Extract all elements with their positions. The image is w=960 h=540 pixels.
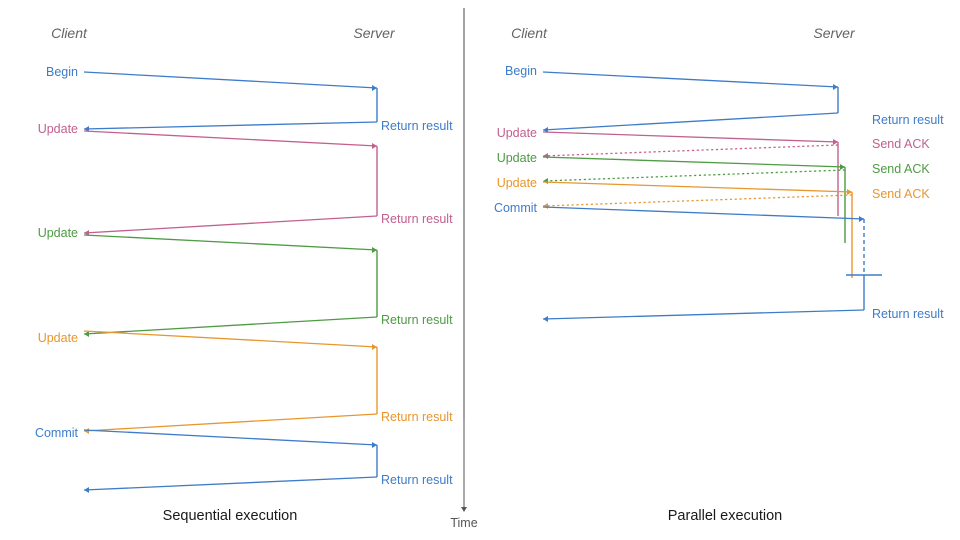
message-arrowhead-parallel-2 (833, 139, 838, 145)
message-arrowhead-sequential-3 (84, 230, 89, 236)
message-line-sequential-request-2 (83, 130, 378, 147)
message-arrowhead-sequential-4 (372, 247, 377, 253)
message-line-sequential-response-5 (83, 316, 378, 335)
message-line-sequential-response-3 (83, 215, 378, 234)
message-line-parallel-response-9 (542, 309, 865, 320)
message-line-parallel-response-5 (542, 169, 846, 182)
message-arrowhead-sequential-7 (84, 428, 89, 434)
panel-caption-sequential: Sequential execution (162, 508, 298, 524)
message-line-sequential-request-0 (83, 71, 378, 89)
server-message-label-parallel-0: Return result (872, 112, 944, 127)
message-line-parallel-response-3 (542, 144, 839, 157)
message-arrowhead-sequential-2 (372, 143, 377, 149)
message-arrowhead-parallel-0 (833, 84, 838, 90)
header-server-sequential: Server (353, 25, 395, 41)
message-arrowhead-sequential-8 (372, 442, 377, 448)
message-arrowhead-sequential-6 (372, 344, 377, 350)
server-message-label-sequential-3: Return result (381, 409, 453, 424)
message-arrowhead-parallel-3 (543, 153, 548, 159)
message-arrowhead-parallel-7 (543, 203, 548, 209)
server-message-label-sequential-0: Return result (381, 118, 453, 133)
server-message-label-sequential-4: Return result (381, 472, 453, 487)
message-line-parallel-request-4 (542, 156, 846, 168)
client-message-label-sequential-4: Commit (34, 425, 78, 440)
message-line-parallel-response-7 (542, 194, 853, 207)
message-line-sequential-response-1 (83, 121, 378, 130)
server-message-label-parallel-3: Send ACK (872, 186, 930, 201)
time-axis-label: Time (450, 516, 478, 530)
header-client-parallel: Client (511, 25, 547, 41)
server-message-label-parallel-2: Send ACK (872, 161, 930, 176)
message-arrowhead-parallel-8 (859, 216, 864, 222)
server-message-label-sequential-1: Return result (381, 211, 453, 226)
client-message-label-sequential-0: Begin (46, 64, 78, 79)
client-message-label-sequential-3: Update (37, 330, 78, 345)
time-axis-arrowhead (461, 507, 467, 512)
message-arrowhead-parallel-6 (847, 189, 852, 195)
header-server-parallel: Server (813, 25, 855, 41)
server-message-label-parallel-1: Send ACK (872, 136, 930, 151)
client-message-label-parallel-0: Begin (505, 63, 537, 78)
client-message-label-parallel-2: Update (496, 150, 537, 165)
client-message-label-parallel-3: Update (496, 175, 537, 190)
message-arrowhead-sequential-9 (84, 487, 89, 493)
client-message-label-parallel-1: Update (496, 125, 537, 140)
client-message-label-parallel-4: Commit (493, 200, 537, 215)
message-line-sequential-request-4 (83, 234, 378, 251)
message-line-sequential-request-6 (83, 330, 378, 348)
header-client-sequential: Client (51, 25, 87, 41)
client-message-label-sequential-1: Update (37, 121, 78, 136)
client-message-label-sequential-2: Update (37, 225, 78, 240)
message-arrowhead-sequential-1 (84, 126, 89, 132)
message-line-sequential-response-7 (83, 413, 378, 432)
message-arrowhead-parallel-4 (840, 164, 845, 170)
message-line-parallel-request-6 (542, 181, 853, 193)
message-line-parallel-request-2 (542, 131, 839, 143)
server-message-label-sequential-2: Return result (381, 312, 453, 327)
message-line-sequential-response-9 (83, 476, 378, 491)
message-line-parallel-response-1 (542, 112, 839, 131)
server-message-label-parallel-4: Return result (872, 306, 944, 321)
message-arrowhead-sequential-5 (84, 331, 89, 337)
message-arrowhead-parallel-9 (543, 316, 548, 322)
message-arrowhead-sequential-0 (372, 85, 377, 91)
panel-caption-parallel: Parallel execution (667, 508, 783, 524)
message-arrowhead-parallel-5 (543, 178, 548, 184)
message-line-parallel-request-8 (542, 206, 865, 220)
message-line-sequential-request-8 (83, 429, 378, 446)
message-line-parallel-request-0 (542, 71, 839, 88)
